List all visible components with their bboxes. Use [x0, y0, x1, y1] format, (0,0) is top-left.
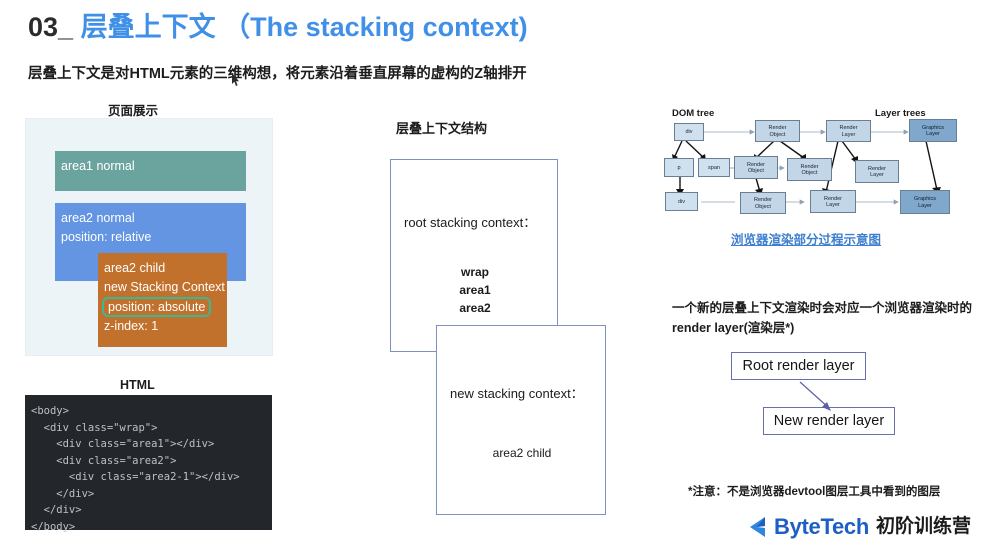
page-title: 03_ 层叠上下文 （The stacking context)	[28, 10, 528, 44]
demo-box-area1-line-0: area1 normal	[61, 159, 135, 173]
root-context-item-0: wrap	[460, 265, 489, 279]
render-layer-paragraph: 一个新的层叠上下文渲染时会对应一个浏览器渲染时的render layer(渲染层…	[672, 301, 973, 335]
dom-node-p: p	[664, 158, 694, 177]
code-line-0: <body>	[31, 405, 69, 417]
html-code-block: <body> <div class="wrap"> <div class="ar…	[25, 395, 272, 533]
middle-panel-caption: 层叠上下文结构	[396, 121, 488, 136]
root-context-item-2: area2	[459, 301, 491, 315]
dom-node-div-child: div	[665, 192, 698, 211]
mouse-cursor-icon	[232, 73, 239, 86]
new-stacking-context-box: new stacking context： area2 child	[436, 325, 606, 515]
render-layer-node-3: Render Layer	[810, 190, 856, 213]
render-diagram-caption-link[interactable]: 浏览器渲染部分过程示意图	[731, 233, 882, 247]
code-line-3: <div class="area2">	[31, 454, 177, 467]
render-object-node-3: Render Object	[787, 158, 832, 181]
bytetech-wordmark: ByteTech	[774, 514, 869, 539]
demo-box-area2-line-0: area2 normal	[61, 211, 135, 225]
html-caption: HTML	[120, 378, 155, 392]
page-title-en: （The stacking context)	[223, 12, 528, 42]
left-panel-caption: 页面展示	[108, 104, 159, 118]
root-stacking-context-title: root stacking context：	[404, 215, 537, 230]
code-line-6: </div>	[31, 504, 82, 516]
page-title-number: 03_	[28, 12, 74, 42]
new-stacking-context-items: area2 child	[437, 444, 607, 462]
demo-box-child-line-2-wrap: position: absolute	[98, 297, 227, 317]
render-object-node-4: Render Object	[740, 192, 786, 214]
new-stacking-context-title: new stacking context：	[450, 386, 584, 401]
layer-trees-label: Layer trees	[875, 108, 926, 119]
code-line-4: <div class="area2-1"></div>	[31, 471, 240, 483]
browser-render-diagram: DOM tree Layer trees	[660, 108, 990, 228]
demo-box-child-line-3: z-index: 1	[104, 319, 159, 333]
render-layer-arrow	[799, 381, 831, 411]
bytetech-chevron-icon	[748, 516, 767, 538]
position-absolute-highlight: position: absolute	[102, 297, 212, 317]
demo-box-area1: area1 normal	[55, 151, 246, 191]
dom-node-div-root: div	[674, 123, 704, 141]
demo-box-child-line-0: area2 child	[104, 261, 166, 275]
page-title-cn: 层叠上下文	[73, 12, 224, 42]
render-object-node-1: Render Object	[755, 120, 800, 142]
render-layer-node-1: Render Layer	[826, 120, 871, 142]
graphics-layer-node-2: Graphics Layer	[900, 190, 950, 214]
render-object-node-2: Render Object	[734, 156, 778, 179]
bytetech-camp-label: 初阶训练营	[876, 516, 972, 537]
dom-tree-label: DOM tree	[672, 108, 715, 119]
render-layer-node-2: Render Layer	[855, 160, 899, 183]
root-context-item-1: area1	[459, 283, 491, 297]
code-line-1: <div class="wrap">	[31, 421, 158, 434]
page-demo-container: area1 normal area2 normal position: rela…	[25, 118, 273, 356]
root-stacking-context-box: root stacking context： wrap area1 area2	[390, 159, 558, 352]
dom-node-span: span	[698, 158, 730, 177]
page-subtitle: 层叠上下文是对HTML元素的三维构想，将元素沿着垂直屏幕的虚构的Z轴排开	[28, 66, 527, 82]
code-line-5: </div>	[31, 487, 95, 500]
code-line-7: </body>	[31, 520, 76, 533]
new-context-item-0: area2 child	[492, 446, 552, 460]
demo-box-area2-line-1: position: relative	[61, 230, 152, 244]
graphics-layer-node-1: Graphics Layer	[909, 119, 957, 142]
demo-box-child-line-1: new Stacking Context	[104, 280, 225, 294]
root-stacking-context-items: wrap area1 area2	[391, 263, 559, 317]
code-line-2: <div class="area1"></div>	[31, 438, 215, 450]
bytetech-logo: ByteTech 初阶训练营	[748, 512, 971, 542]
demo-box-area2-child: area2 child new Stacking Context positio…	[98, 253, 227, 347]
render-layer-note: *注意：不是浏览器devtool图层工具中看到的图层	[688, 486, 941, 498]
root-render-layer-box: Root render layer	[731, 352, 866, 380]
